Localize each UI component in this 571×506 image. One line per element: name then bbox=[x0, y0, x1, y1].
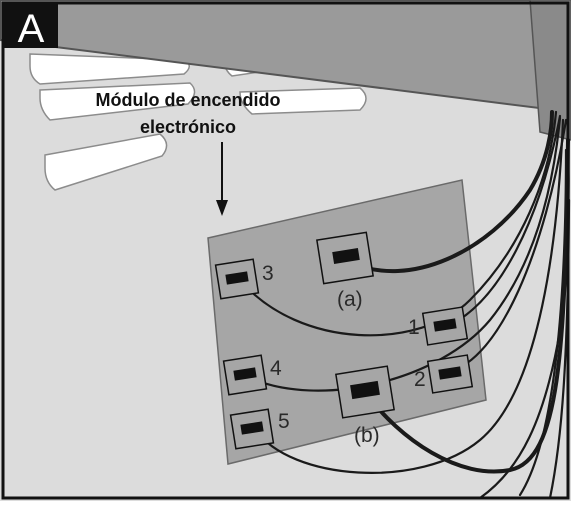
ignition-module-plate bbox=[207, 179, 487, 465]
panel-letter: A bbox=[18, 7, 45, 51]
terminal-b bbox=[335, 365, 395, 419]
terminal-1 bbox=[421, 306, 469, 346]
thick-wires bbox=[348, 110, 570, 474]
callout-line-1: Módulo de encendido bbox=[96, 90, 281, 110]
terminal-label-b: (b) bbox=[354, 424, 380, 447]
wire bbox=[254, 118, 565, 474]
vent-slot bbox=[239, 87, 367, 115]
panel-letter-badge bbox=[4, 4, 58, 48]
callout-line-2: electrónico bbox=[140, 117, 236, 137]
terminal-3 bbox=[214, 258, 260, 300]
terminal-5 bbox=[229, 408, 275, 450]
housing-bracket bbox=[529, 0, 571, 141]
terminal-label-2: 2 bbox=[414, 368, 426, 391]
terminal-label-5: 5 bbox=[278, 410, 290, 433]
callout-arrow-head bbox=[216, 200, 228, 216]
terminal-label-3: 3 bbox=[262, 262, 274, 285]
wire bbox=[246, 116, 562, 392]
terminal-4 bbox=[222, 354, 268, 396]
wire bbox=[448, 114, 562, 327]
terminal-label-1: 1 bbox=[408, 316, 420, 339]
wire bbox=[238, 110, 558, 337]
terminal-label-a: (a) bbox=[337, 288, 363, 311]
vent-slot bbox=[39, 82, 196, 121]
vent-slot bbox=[44, 133, 168, 191]
thick-wire-b bbox=[363, 138, 570, 474]
terminal-label-4: 4 bbox=[270, 357, 282, 380]
terminal-2 bbox=[426, 354, 474, 394]
terminal-a bbox=[316, 231, 374, 285]
thick-wire-a bbox=[348, 110, 554, 273]
